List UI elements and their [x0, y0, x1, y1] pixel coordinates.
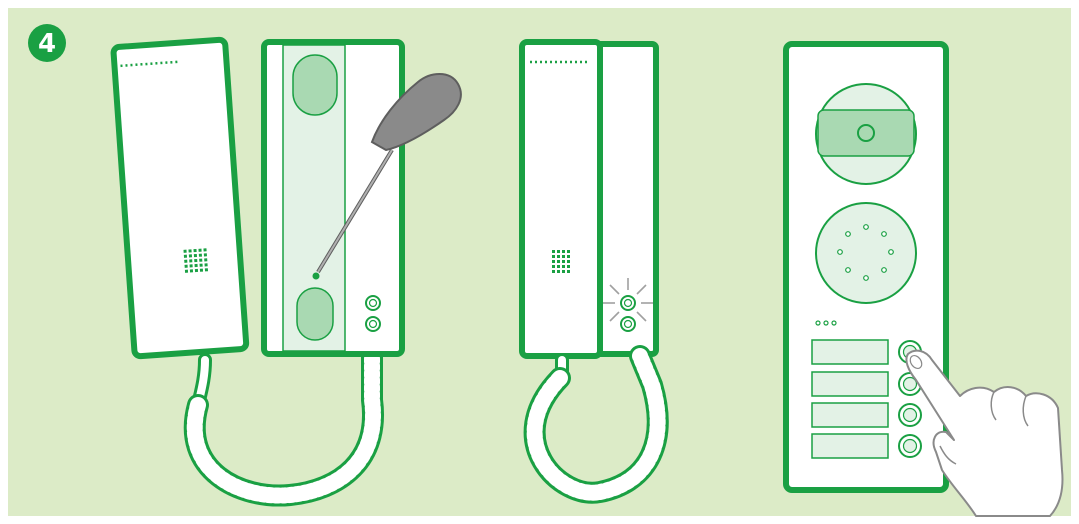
coiled-cord-1	[183, 344, 384, 507]
base-button-upper	[365, 295, 381, 311]
call-button-row-2	[811, 371, 922, 397]
light-indicator-icon	[603, 278, 653, 328]
call-button-row-3	[811, 402, 922, 428]
status-dots	[815, 320, 837, 326]
speaker-grille-icon	[815, 202, 917, 304]
microphone-grid-icon-3	[552, 250, 570, 273]
upper-hook-slot	[292, 54, 338, 116]
intercom-unit-3	[519, 39, 659, 359]
camera-icon	[815, 83, 917, 185]
microphone-grid-icon	[183, 248, 209, 273]
screwdriver-icon	[316, 73, 462, 274]
door-station	[783, 41, 949, 493]
coiled-cord-2	[523, 345, 669, 504]
intercom-base-2	[261, 39, 405, 357]
hand-pointer-icon	[905, 349, 1064, 517]
lower-hook-slot	[296, 287, 334, 341]
base-button-lower-3	[620, 316, 636, 332]
adjust-screw	[312, 272, 320, 280]
base-button-lower	[365, 316, 381, 332]
handset-1	[110, 36, 250, 360]
step-badge: 4	[28, 24, 66, 62]
step-number: 4	[38, 29, 56, 59]
call-button-row-1	[811, 339, 922, 365]
call-button-row-4	[811, 433, 922, 459]
